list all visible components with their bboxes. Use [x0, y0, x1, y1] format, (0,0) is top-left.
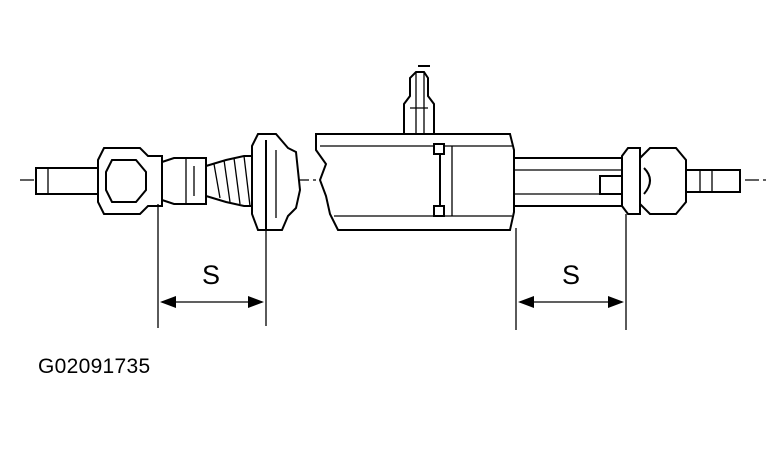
right-tie-rod: [685, 169, 741, 193]
dimension-left-arrow-start: [160, 296, 176, 308]
dimension-right: S: [515, 214, 627, 330]
rack-housing-body: [315, 133, 515, 231]
left-tie-rod-end: [97, 147, 163, 215]
dimension-left-arrow-end: [248, 296, 264, 308]
dimension-right-label: S: [562, 260, 580, 290]
figure-id: G02091735: [38, 355, 151, 378]
rack-housing: [315, 65, 515, 231]
left-tie-rod-assembly: [35, 133, 302, 231]
pinion-shaft: [403, 71, 435, 135]
left-tie-rod: [35, 167, 99, 195]
dimension-right-arrow-start: [518, 296, 534, 308]
dimension-left-label: S: [202, 260, 220, 290]
right-ball-joint: [639, 147, 687, 215]
dimension-left: S: [157, 204, 267, 328]
left-inner-joint: [161, 157, 207, 205]
right-housing-end: [621, 147, 641, 215]
right-tie-rod-assembly: [513, 147, 741, 215]
dimension-right-arrow-end: [608, 296, 624, 308]
